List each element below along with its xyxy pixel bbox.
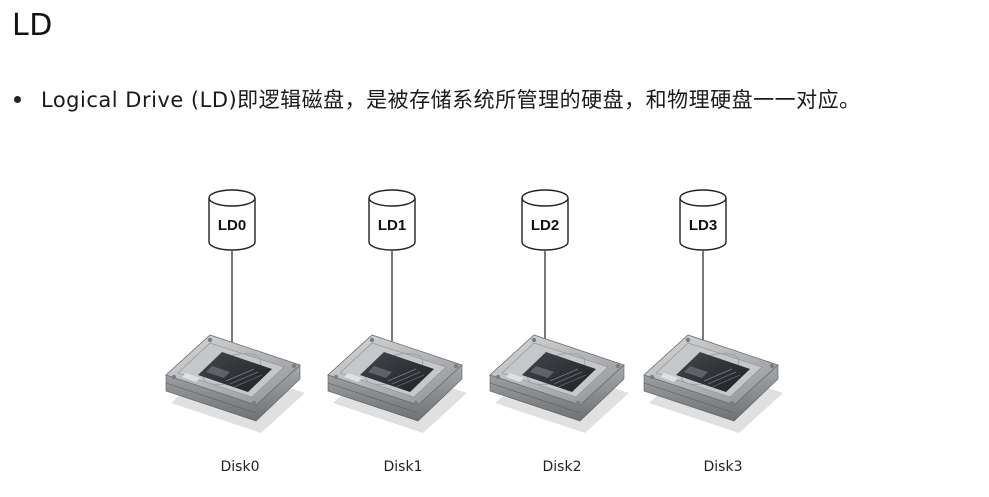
drive-column-3: LD3 xyxy=(643,189,784,434)
bullet-text: Logical Drive (LD)即逻辑磁盘，是被存储系统所管理的硬盘，和物理… xyxy=(41,88,861,112)
bullet-item: Logical Drive (LD)即逻辑磁盘，是被存储系统所管理的硬盘，和物理… xyxy=(14,84,979,114)
page-title: LD xyxy=(12,8,53,43)
ld-cylinder-icon xyxy=(368,189,416,251)
hard-disk-icon xyxy=(165,334,306,434)
disk-label: Disk0 xyxy=(220,459,260,475)
ld-label: LD0 xyxy=(218,217,246,234)
disk-label: Disk2 xyxy=(542,459,582,475)
ld-cylinder-icon xyxy=(208,189,256,251)
ld-cylinder-icon xyxy=(521,189,569,251)
hard-disk-icon xyxy=(489,334,630,434)
drive-column-0: LD0 xyxy=(165,189,306,434)
hard-disk-icon xyxy=(643,334,784,434)
hard-disk-icon xyxy=(327,334,468,434)
ld-label: LD2 xyxy=(531,217,559,234)
drive-column-2: LD2 xyxy=(489,189,630,434)
disk-label: Disk3 xyxy=(703,459,743,475)
bullet-dot-icon xyxy=(14,95,21,103)
disk-label: Disk1 xyxy=(383,459,423,475)
ld-label: LD1 xyxy=(378,217,406,234)
ld-cylinder-icon xyxy=(679,189,727,251)
drive-column-1: LD1 xyxy=(327,189,468,434)
ld-label: LD3 xyxy=(689,217,717,234)
